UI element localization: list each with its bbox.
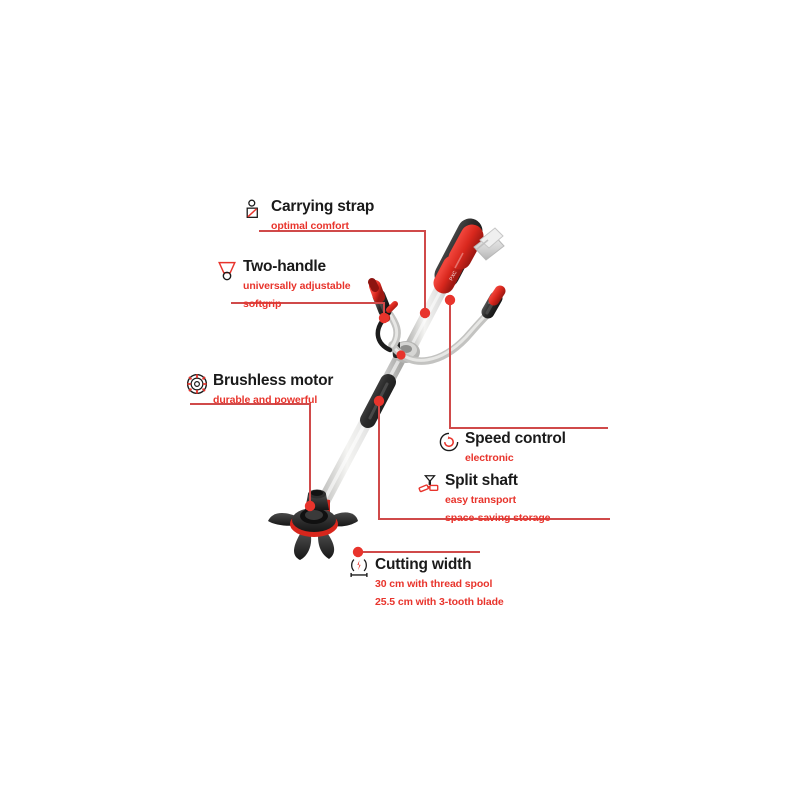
- callout-subtitle: electronic: [465, 452, 514, 464]
- callout-title: Brushless motor: [213, 372, 334, 389]
- product-handlebar: [382, 305, 490, 365]
- product-motor-head: PXC: [433, 218, 505, 294]
- circular-arrow-icon: [439, 432, 459, 452]
- callout-title: Carrying strap: [271, 198, 375, 215]
- product-cutting-head: [268, 489, 358, 560]
- callout-subtitle-line-1: universally adjustable: [243, 280, 351, 292]
- motor-rotor-icon: [186, 373, 208, 395]
- split-shaft-icon: [418, 475, 439, 493]
- callout-speed-control: Speed control electronic: [438, 430, 566, 466]
- callout-brushless-motor: Brushless motor durable and powerful: [186, 372, 333, 408]
- callout-title: Cutting width: [375, 556, 472, 573]
- svg-text:PXC: PXC: [448, 270, 458, 282]
- product-right-grip: [481, 285, 506, 319]
- callout-subtitle-line-1: easy transport: [445, 494, 516, 506]
- callout-subtitle: optimal comfort: [271, 220, 349, 232]
- callout-two-handle: Two-handle universally adjustable softgr…: [216, 258, 351, 312]
- callout-carrying-strap: Carrying strap optimal comfort: [244, 198, 374, 234]
- person-strap-icon: [246, 199, 258, 218]
- callout-subtitle-line-1: 30 cm with thread spool: [375, 578, 493, 590]
- callout-subtitle: durable and powerful: [213, 394, 318, 406]
- handle-icon: [218, 261, 236, 281]
- callout-subtitle-line-2: space-saving storage: [445, 512, 551, 524]
- callout-subtitle-line-2: softgrip: [243, 298, 282, 310]
- cutting-width-icon: [350, 559, 368, 577]
- callout-split-shaft: Split shaft easy transport space-saving …: [418, 472, 550, 526]
- callout-title: Two-handle: [243, 258, 326, 275]
- callout-subtitle-line-2: 25.5 cm with 3-tooth blade: [375, 596, 504, 608]
- callout-cutting-width: Cutting width 30 cm with thread spool 25…: [348, 556, 504, 610]
- callout-title: Split shaft: [445, 472, 518, 489]
- callout-title: Speed control: [465, 430, 566, 447]
- product-battery: [473, 227, 505, 261]
